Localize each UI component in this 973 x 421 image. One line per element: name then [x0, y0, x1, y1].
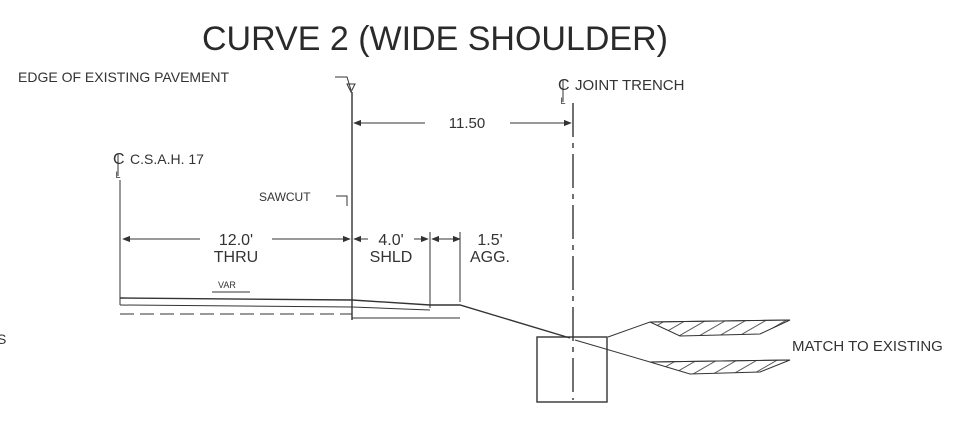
svg-text:L: L: [560, 96, 565, 106]
dim-4-label: 4.0': [378, 232, 403, 249]
sawcut-label: SAWCUT: [259, 190, 311, 204]
centerline-icon: C L: [558, 77, 570, 106]
edge-marker-arrow: [346, 83, 356, 94]
left-edge-fragment: S: [0, 331, 6, 347]
existing-ground-hatch-lower: [649, 359, 791, 375]
sawcut-leader: [336, 195, 348, 206]
drawing-title: CURVE 2 (WIDE SHOULDER): [202, 20, 668, 58]
shld-label: SHLD: [370, 249, 413, 266]
dim-11-50-label: 11.50: [449, 115, 485, 132]
match-existing-label: MATCH TO EXISTING: [792, 338, 943, 355]
thru-label: THRU: [214, 249, 258, 266]
dim-1-5-label: 1.5': [477, 232, 502, 249]
svg-text:C: C: [558, 77, 570, 94]
joint-trench-box: [536, 336, 608, 403]
svg-text:C: C: [113, 151, 125, 168]
edge-of-pavement-label: EDGE OF EXISTING PAVEMENT: [18, 69, 230, 85]
var-label: VAR: [218, 280, 236, 290]
existing-ground-hatch-upper: [649, 319, 791, 337]
csah-centerline-icon: C L: [113, 151, 125, 180]
dim-12-label: 12.0': [219, 232, 253, 249]
pavement-bottom: [119, 304, 431, 311]
joint-trench-label: JOINT TRENCH: [575, 77, 684, 94]
svg-text:L: L: [115, 170, 120, 180]
edge-leader-line: [335, 76, 352, 91]
agg-label: AGG.: [470, 249, 510, 266]
csah-label: C.S.A.H. 17: [130, 151, 204, 167]
pavement-surface: [119, 297, 571, 339]
